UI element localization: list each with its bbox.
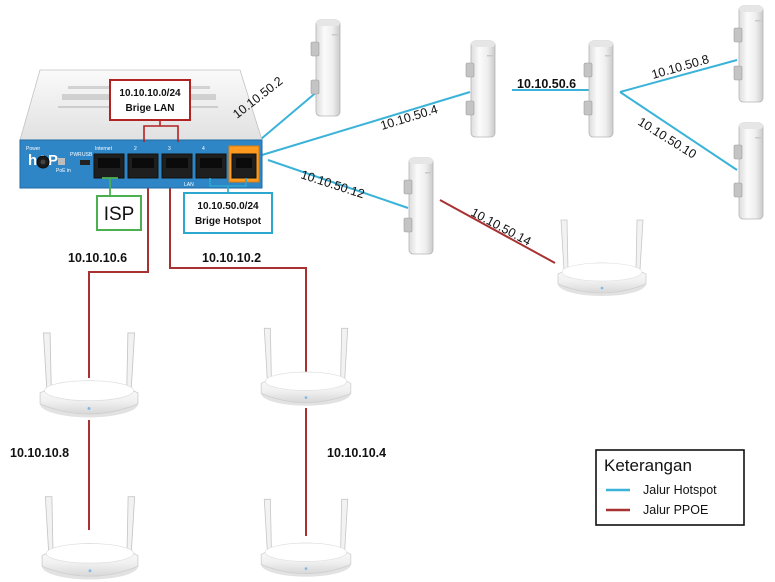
link-router-ap6 [267,159,409,209]
link-ap3-ap4 [619,59,738,93]
lan-bridge-box: 10.10.10.0/24 Brige LAN [109,79,191,142]
outdoor-access-point-1 [310,19,341,117]
outdoor-access-point-6 [403,157,434,255]
legend-title: Keterangan [604,456,692,475]
legend-hotspot-label: Jalur Hotspot [643,483,717,497]
lan-network-label: 10.10.10.0/24 [119,88,181,99]
isp-box: ISP [96,177,142,231]
poe-in-label: PoE in [56,168,71,174]
lan-bridge-name: Brige LAN [126,103,175,114]
label-ap3: 10.10.50.6 [517,77,576,91]
label-router-right: 10.10.50.14 [469,205,534,248]
link-ap6-router [439,199,556,264]
label-lan-left: 10.10.10.6 [68,251,127,265]
ppoe-links [88,162,556,536]
label-lan-right2: 10.10.10.4 [327,446,386,460]
usb-label: USB [82,152,93,158]
legend-ppoe-label: Jalur PPOE [643,503,708,517]
link-ap3-ap5 [619,91,738,171]
label-ap4: 10.10.50.8 [650,52,711,82]
internet-port-label: Internet [95,146,113,152]
lan-port-label: LAN [184,182,194,188]
link-router-ap2 [261,91,471,156]
pwr-label: PWR [70,152,82,158]
port4-label: 4 [202,146,205,152]
wifi-router-right [557,219,647,297]
link-lan-right [169,162,307,378]
hotspot-network-label: 10.10.50.0/24 [197,201,259,212]
hotspot-links [247,59,738,209]
link-lan-left [88,162,149,378]
port3-label: 3 [168,146,171,152]
label-lan-left2: 10.10.10.8 [10,446,69,460]
outdoor-access-point-4 [733,5,764,103]
label-lan-right: 10.10.10.2 [202,251,261,265]
legend: Keterangan Jalur Hotspot Jalur PPOE [595,449,745,526]
label-ap2: 10.10.50.4 [379,102,440,133]
hotspot-bridge-box: 10.10.50.0/24 Brige Hotspot [183,178,273,234]
outdoor-access-point-5 [733,122,764,220]
isp-label: ISP [104,204,135,225]
outdoor-access-point-2 [465,40,496,138]
hotspot-bridge-name: Brige Hotspot [195,216,262,227]
port2-label: 2 [134,146,137,152]
power-port-label: Power [26,146,41,152]
label-ap6: 10.10.50.12 [299,168,366,202]
